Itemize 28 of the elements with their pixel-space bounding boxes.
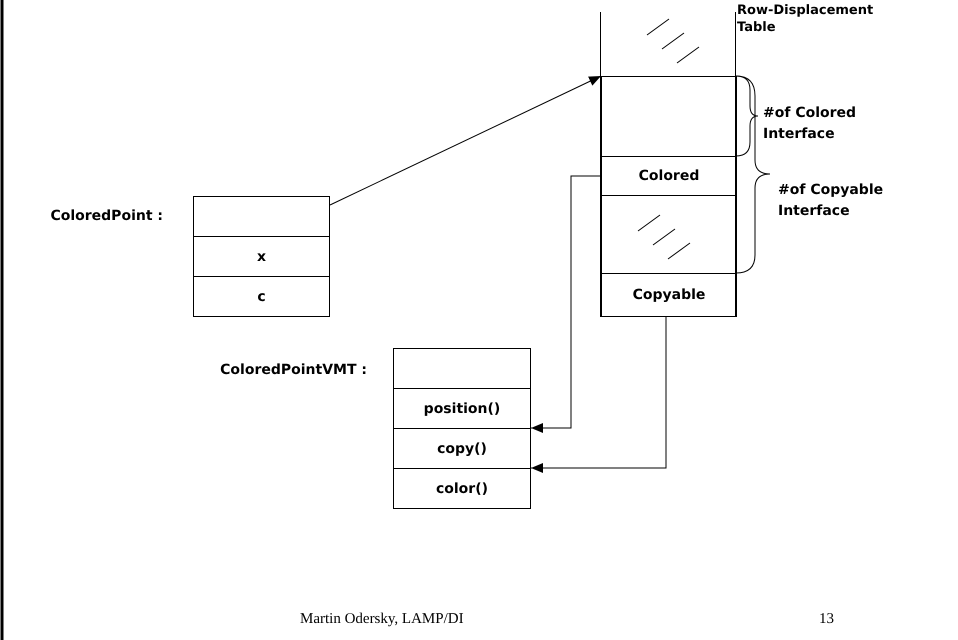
table-cell [193,236,330,277]
cell-text: copy() [437,440,487,456]
table-cell [393,428,531,469]
table-cell [193,276,330,317]
cell-text: x [256,248,266,264]
footer-text: Martin Odersky, LAMP/DI [300,611,464,628]
arrow [530,176,602,433]
table-cell [393,348,531,389]
table-cell [601,273,737,317]
table-cell [393,388,531,429]
brace-label: #of Colored Interface [763,104,858,144]
arrow [530,316,666,473]
record-label: ColoredPointVMT : [220,362,367,378]
table-cell [393,468,531,509]
table-cell [193,196,330,237]
arrow [330,76,602,206]
table-cell [601,156,737,196]
table-cell [601,76,737,157]
table-title: Row-Displacement Table [737,2,874,36]
cell-text: Colored [638,168,700,184]
cell-text: color() [436,480,488,496]
cell-text: Copyable [632,287,706,303]
page-number: 13 [819,611,834,628]
table-cell [601,195,737,274]
record-label: ColoredPoint : [50,208,163,224]
cell-text: c [257,288,266,304]
cell-text: position() [424,400,500,416]
brace-label: #of Copyable Interface [778,181,884,221]
